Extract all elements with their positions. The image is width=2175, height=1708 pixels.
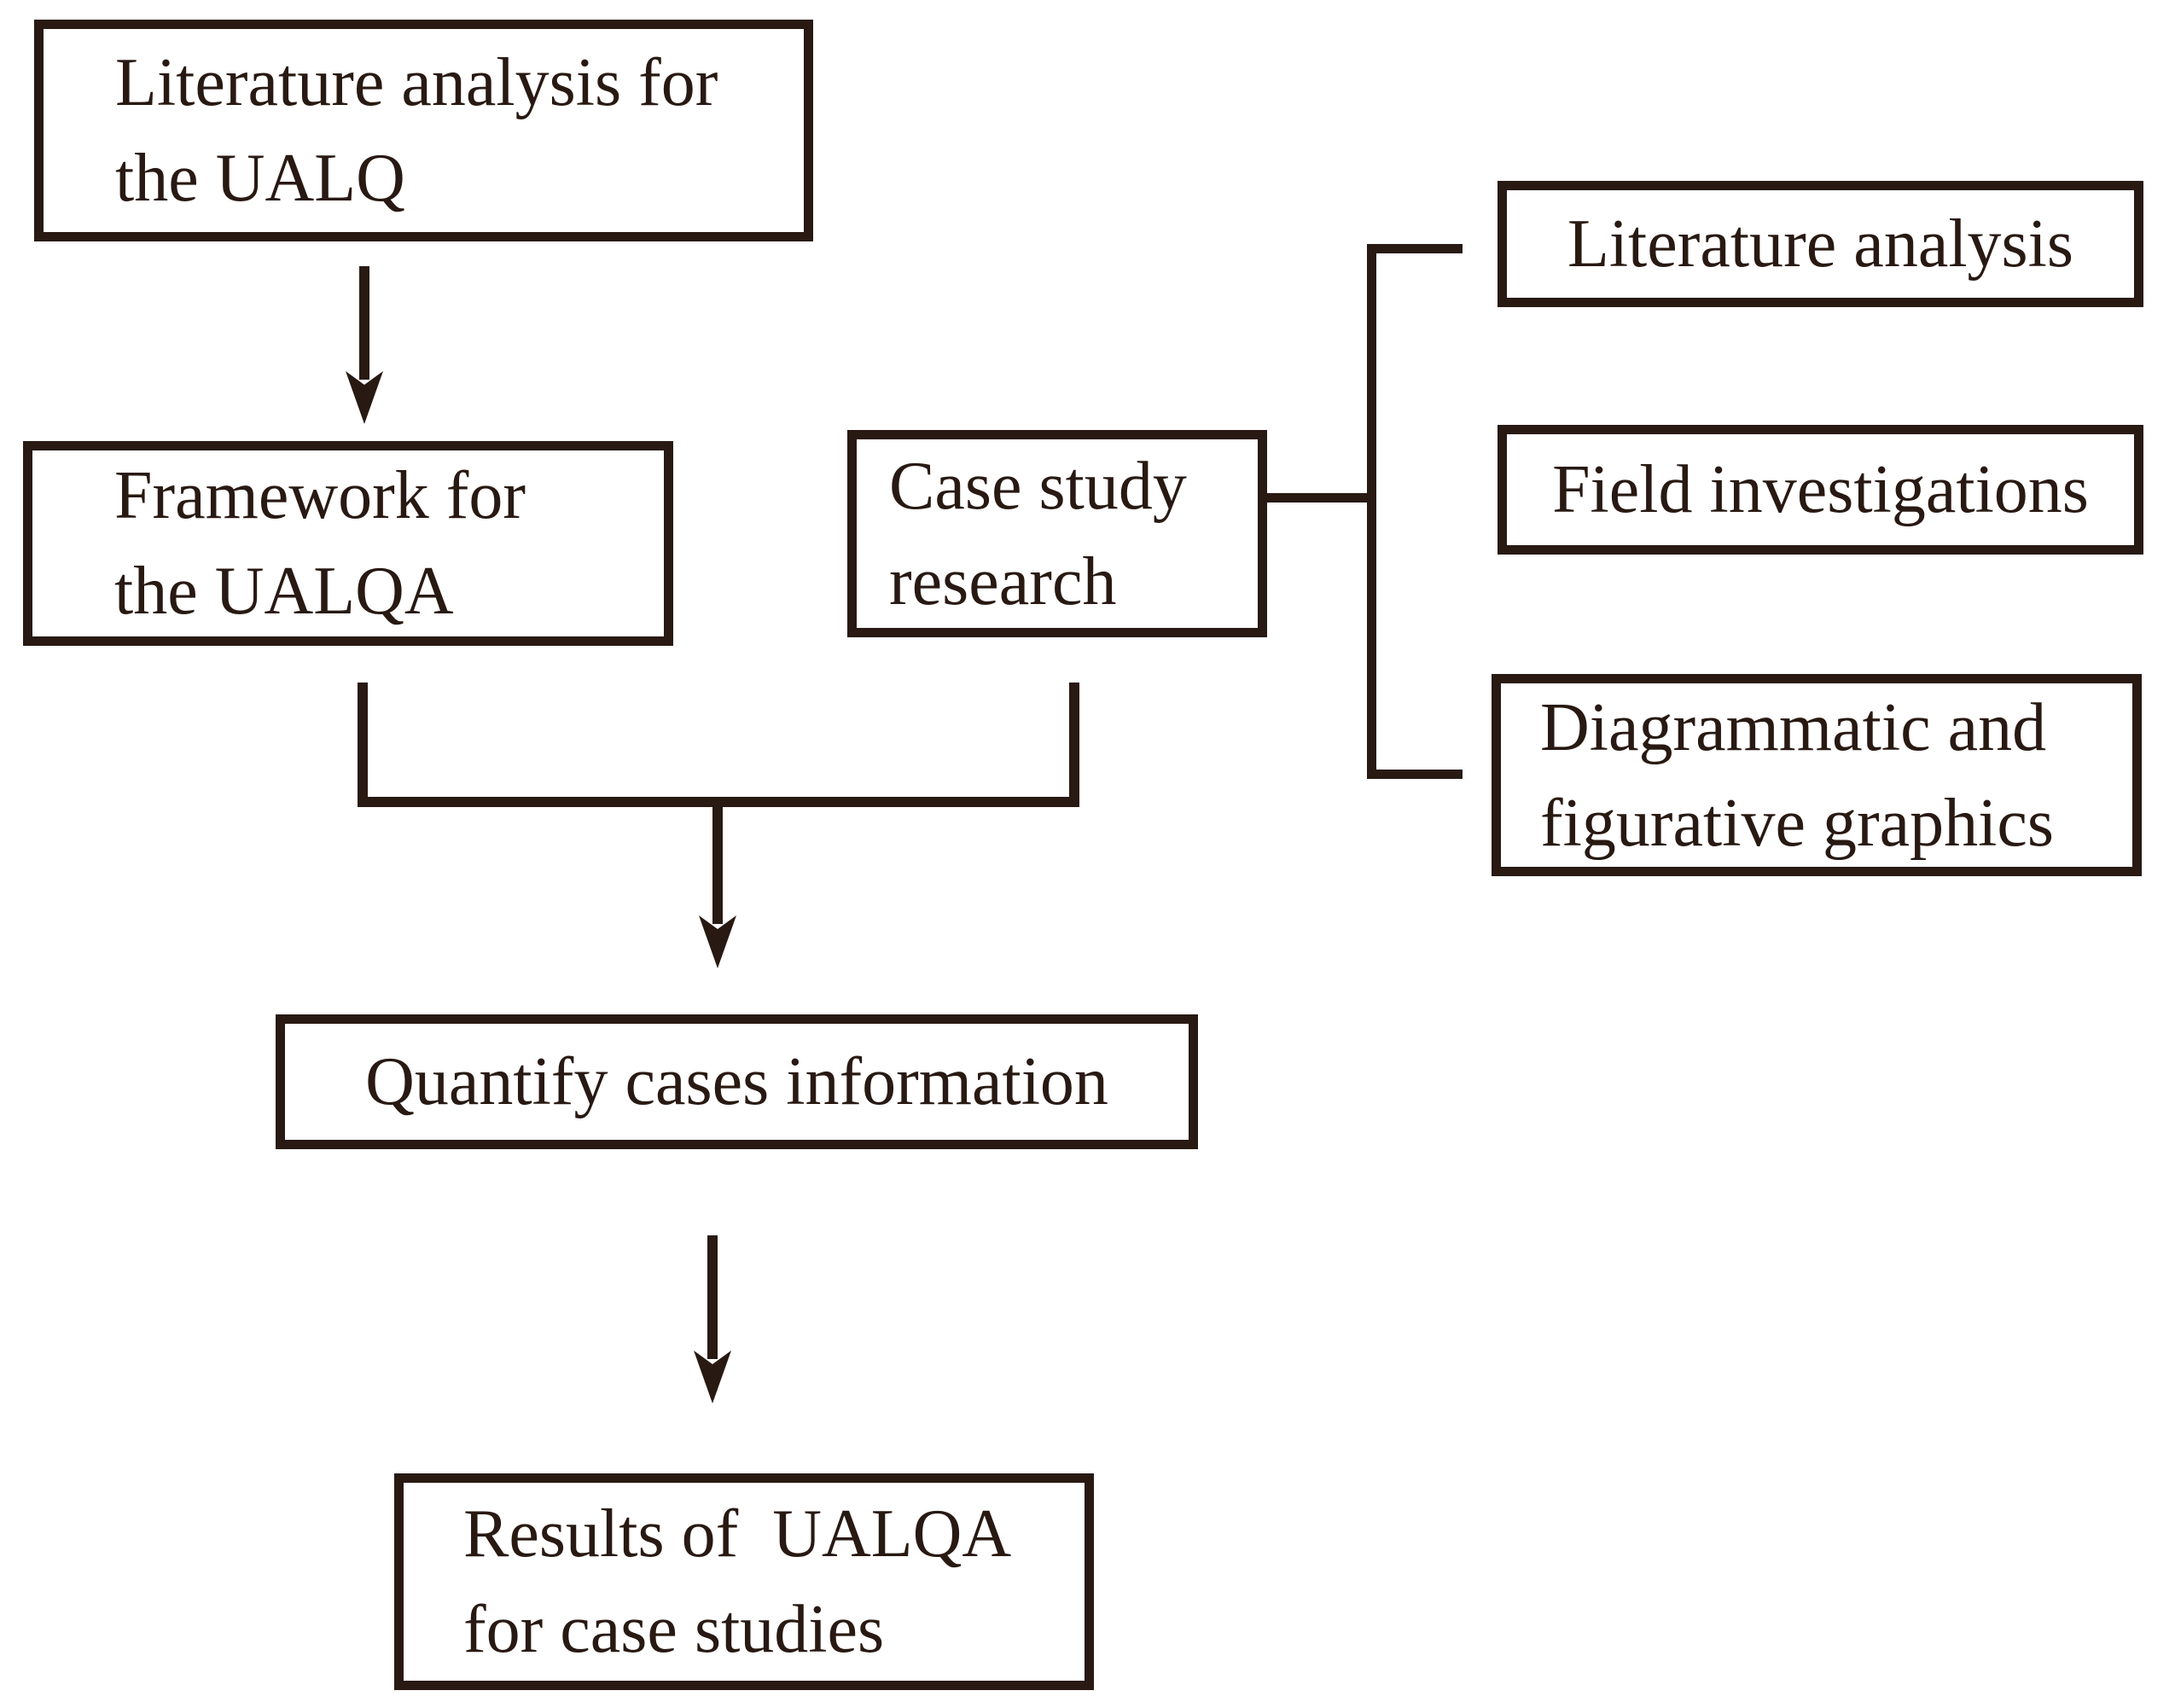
node-results-ualqa: Results of UALQA for case studies (394, 1473, 1094, 1690)
node-quantify-cases: Quantify cases information (276, 1014, 1198, 1149)
node-label: Results of UALQA (463, 1496, 1012, 1571)
node-label: the UALQ (115, 141, 405, 216)
node-label: for case studies (463, 1592, 885, 1667)
node-label: Diagrammatic and (1540, 689, 2047, 765)
merge-bracket-right-vertical (1069, 683, 1079, 807)
node-label: Literature analysis for (115, 45, 718, 120)
node-label: Field investigations (1552, 452, 2089, 527)
node-literature-analysis: Literature analysis (1497, 181, 2143, 307)
node-label: research (889, 543, 1117, 619)
merge-bracket-left-vertical (358, 683, 368, 807)
right-bracket-bottom-stub (1367, 770, 1463, 779)
node-case-study-research: Case study research (847, 430, 1267, 637)
right-bracket-top-stub (1367, 244, 1463, 253)
right-bracket-vertical (1367, 244, 1376, 779)
node-framework-ualqa: Framework for the UALQA (23, 441, 673, 646)
arrow-down-icon (694, 1351, 731, 1403)
arrow-down-icon (699, 915, 736, 968)
arrow-lit-to-framework-shaft (359, 266, 369, 380)
node-label: the UALQA (114, 554, 454, 629)
node-label: Literature analysis (1567, 206, 2074, 282)
node-label: Framework for (114, 458, 526, 533)
node-diagrammatic-graphics: Diagrammatic and figurative graphics (1492, 674, 2142, 876)
merge-bracket-bar (358, 797, 1079, 807)
arrow-merge-to-quantify-shaft (712, 807, 723, 924)
node-field-investigations: Field investigations (1497, 425, 2143, 555)
case-to-bracket-line (1267, 493, 1371, 503)
node-label: figurative graphics (1540, 785, 2054, 861)
node-literature-analysis-ualq: Literature analysis for the UALQ (34, 20, 813, 241)
arrow-down-icon (346, 371, 383, 424)
node-label: Case study (889, 448, 1187, 524)
node-label: Quantify cases information (365, 1044, 1108, 1119)
arrow-quantify-to-results-shaft (707, 1235, 718, 1359)
